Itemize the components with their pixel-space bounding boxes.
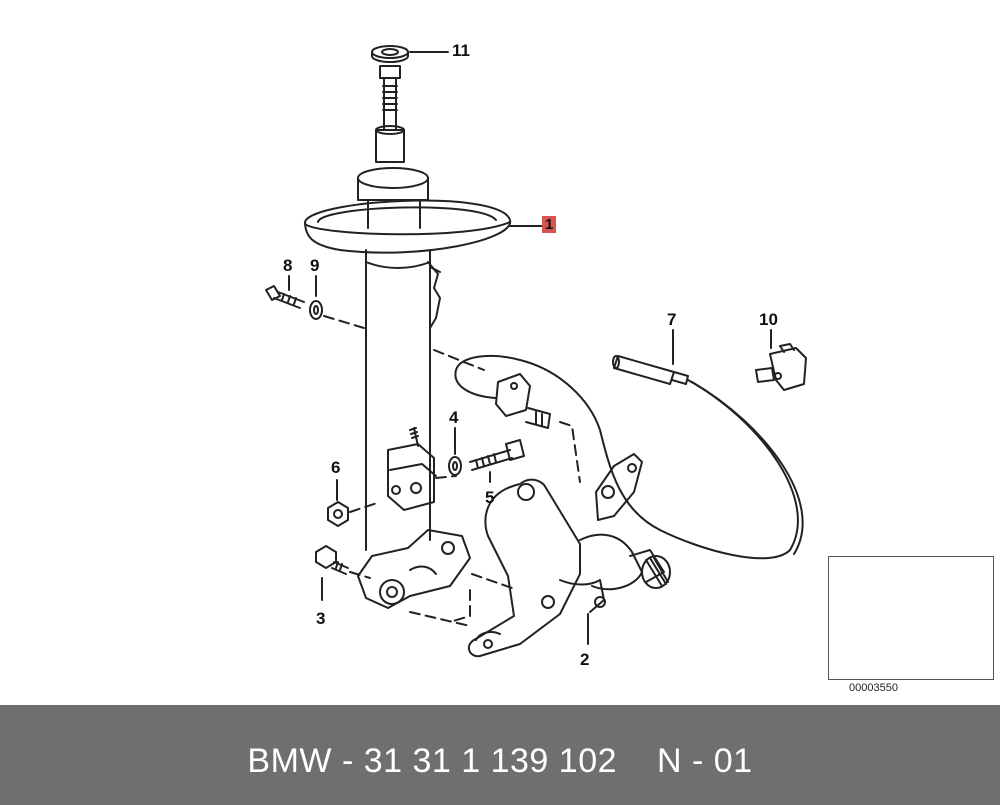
top-washer-part[interactable] — [371, 45, 409, 63]
spring-plate-part[interactable] — [304, 199, 512, 254]
footer-bar: BMW - 31 31 1 139 102 N - 01 — [0, 705, 1000, 805]
sensor-mount — [495, 373, 551, 429]
callout-5[interactable]: 5 — [485, 488, 495, 507]
callout-7[interactable]: 7 — [667, 310, 677, 329]
steering-knuckle-part-2[interactable] — [467, 453, 671, 658]
strut-tube — [365, 249, 441, 551]
bolt-part-5[interactable] — [469, 439, 525, 471]
washer-part-4[interactable] — [448, 456, 462, 476]
callout-3[interactable]: 3 — [316, 609, 326, 628]
sensor-part-7[interactable] — [612, 355, 689, 385]
callout-8[interactable]: 8 — [283, 256, 293, 275]
piston-rod — [375, 65, 405, 163]
callout-4[interactable]: 4 — [449, 408, 459, 427]
sensor-cable — [454, 354, 799, 560]
assembly-guide-lines — [409, 349, 581, 627]
variant-code: N - 01 — [656, 742, 753, 780]
vehicle-locator-frame — [828, 556, 994, 680]
clip-part-10[interactable] — [755, 343, 807, 391]
strut-lower-clevis — [357, 529, 471, 609]
parts-diagram: 11 1 8 9 7 10 4 6 5 3 2 00003550 — [265, 41, 994, 694]
callout-10[interactable]: 10 — [759, 310, 778, 329]
bolt-part-8[interactable] — [265, 285, 305, 309]
callout-2[interactable]: 2 — [580, 650, 590, 669]
washer-part-9[interactable] — [309, 300, 323, 320]
assembly-line-8-9 — [323, 315, 365, 329]
tube-clamp-bracket — [387, 427, 437, 511]
nut-part-6[interactable] — [327, 501, 349, 527]
callout-1-highlighted[interactable]: 1 — [542, 216, 557, 233]
callout-6[interactable]: 6 — [331, 458, 341, 477]
callout-9[interactable]: 9 — [310, 256, 320, 275]
illustration-code: 00003550 — [849, 682, 898, 694]
footer-text: BMW - 31 31 1 139 102 N - 01 — [0, 742, 1000, 781]
callout-11[interactable]: 11 — [452, 41, 470, 60]
bolt-part-3[interactable] — [315, 545, 349, 575]
part-number: BMW - 31 31 1 139 102 — [247, 742, 618, 780]
strut-upper-body — [357, 167, 429, 229]
